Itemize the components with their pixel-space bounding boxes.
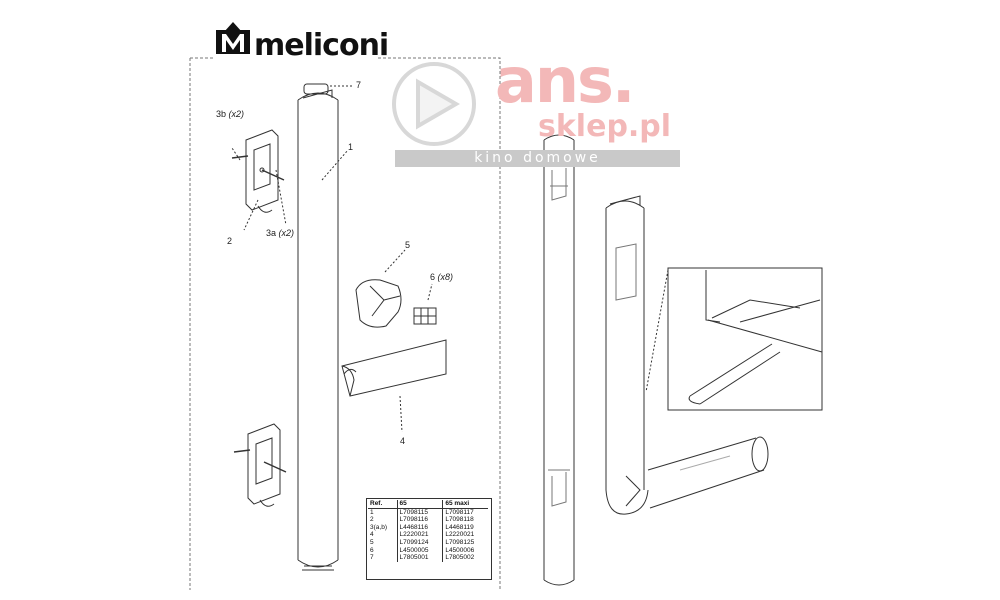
ref-header: Ref.: [368, 500, 398, 509]
ref-table-frame: [366, 498, 492, 580]
ref-header: 65: [396, 500, 443, 509]
table-row: 4 L2220021 L2220021: [368, 531, 488, 539]
watermark-brand: ans.: [495, 44, 635, 117]
ref-cell: L4500006: [442, 546, 488, 555]
ref-cell: L7098118: [442, 516, 488, 524]
wall-bracket-upper: [231, 129, 285, 213]
ref-header: 65 maxi: [442, 500, 488, 509]
wall-bracket-lower: [233, 423, 287, 507]
ref-cell: 7: [370, 554, 374, 562]
tube-part-1: [297, 83, 339, 571]
table-row: 6 L4500005 L4500006: [368, 546, 488, 555]
ref-cell: L4468116: [396, 523, 443, 532]
table-row: 7 L7805001 L7805002: [368, 554, 488, 562]
callout-2: 2: [227, 236, 233, 246]
ref-cell: L7805002: [442, 554, 488, 562]
brand-name: meliconi: [254, 28, 389, 63]
callout-7: 7: [356, 80, 362, 90]
installed-tube-with-corner: [605, 195, 769, 515]
callout-1: 1: [348, 142, 354, 152]
meliconi-logo-icon: [216, 22, 250, 54]
corner-connector-part-5: [355, 279, 402, 328]
ref-cell: 6: [370, 546, 374, 554]
ref-cell: L2220021: [396, 531, 443, 539]
detail-inset: [645, 267, 823, 411]
callout-4: 4: [400, 436, 406, 446]
play-icon: [392, 62, 476, 146]
ref-cell: 4: [370, 531, 374, 539]
adhesive-pads-part-6: [413, 307, 437, 325]
ref-cell: L7099124: [396, 538, 443, 547]
table-row: 3(a,b) L4468116 L4468119: [368, 523, 488, 532]
callout-6: 6 (x8): [430, 272, 454, 282]
watermark-domain: sklep.pl: [538, 109, 672, 144]
callout-5: 5: [405, 240, 411, 250]
ref-cell: L4500005: [396, 546, 443, 555]
ref-cell: L7098116: [396, 516, 443, 524]
ref-cell: L7098125: [442, 538, 488, 547]
callout-3b: 3b (x2): [216, 109, 245, 119]
table-row: 1 L7098115 L7098117: [368, 508, 488, 517]
ref-cell: 3(a,b): [370, 523, 387, 531]
table-row: 5 L7099124 L7098125: [368, 538, 488, 547]
watermark-tagline: kino domowe: [395, 150, 680, 167]
ref-cell: L7098117: [442, 508, 488, 517]
ref-cell: 5: [370, 538, 374, 546]
adhesive-sheet-part-4: [341, 339, 447, 397]
ref-cell: L7805001: [396, 554, 443, 562]
ref-cell: 2: [370, 516, 374, 524]
ref-cell: 1: [370, 508, 374, 516]
ref-cell: L2220021: [442, 531, 488, 539]
ref-cell: L4468119: [442, 523, 488, 532]
callout-3a: 3a (x2): [266, 228, 295, 238]
ref-cell: L7098115: [396, 508, 443, 517]
dashed-frame: [189, 57, 501, 590]
installed-tube-long: [543, 134, 575, 586]
ref-table: Ref. 65 65 maxi 1 L7098115 L7098117 2 L7…: [368, 500, 488, 562]
table-row: 2 L7098116 L7098118: [368, 516, 488, 524]
